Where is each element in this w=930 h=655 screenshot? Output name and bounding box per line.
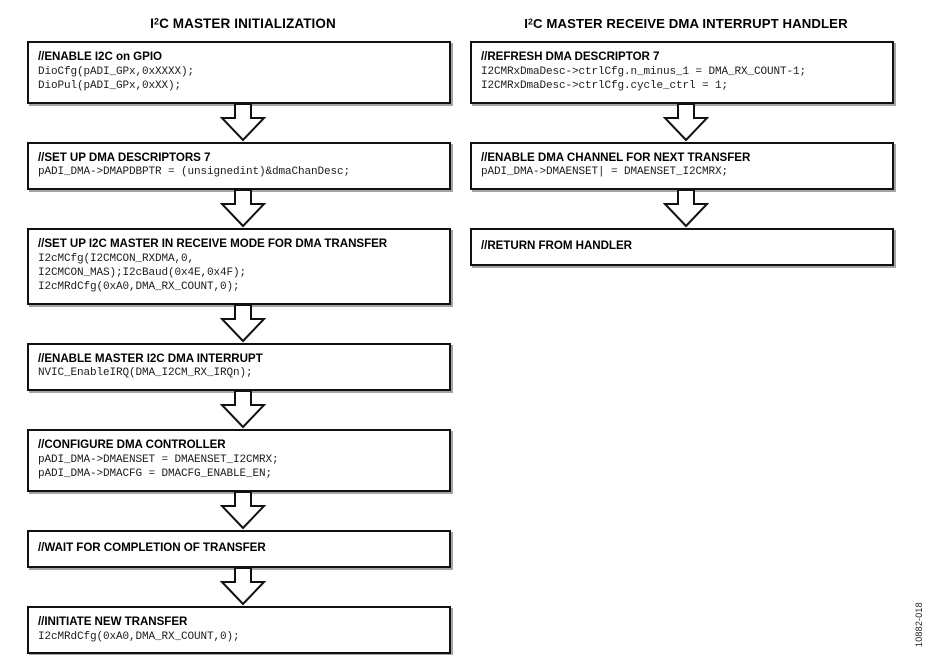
arrow-down-icon: [220, 190, 266, 228]
column-title-prefix: I: [150, 16, 154, 31]
flow-node-code: I2CMRxDmaDesc->ctrlCfg.n_minus_1 = DMA_R…: [481, 65, 807, 92]
flow-connector-arrow: [470, 190, 902, 228]
flow-connector-arrow: [27, 491, 459, 530]
column-title-rest: C MASTER INITIALIZATION: [159, 16, 336, 31]
flow-node: //CONFIGURE DMA CONTROLLER pADI_DMA->DMAE…: [27, 429, 451, 492]
flow-column-interrupt-handler: I2C MASTER RECEIVE DMA INTERRUPT HANDLER…: [470, 0, 902, 267]
flow-column-initialization: I2C MASTER INITIALIZATION //ENABLE I2C o…: [27, 0, 459, 655]
arrow-down-icon: [220, 391, 266, 429]
flow-node-title: //SET UP DMA DESCRIPTORS 7: [38, 150, 211, 164]
flow-node-code: DioCfg(pADI_GPx,0xXXXX); DioPul(pADI_GPx…: [38, 65, 195, 92]
flow-node: //REFRESH DMA DESCRIPTOR 7 I2CMRxDmaDesc-…: [470, 41, 894, 104]
flow-node: //SET UP DMA DESCRIPTORS 7 pADI_DMA->DMAP…: [27, 141, 451, 191]
flow-node: //INITIATE NEW TRANSFER I2cMRdCfg(0xA0,DM…: [27, 605, 451, 655]
column-title-superscript: 2: [528, 16, 533, 27]
flow-node-code: NVIC_EnableIRQ(DMA_I2CM_RX_IRQn);: [38, 367, 253, 380]
arrow-down-icon: [220, 567, 266, 606]
flow-connector-arrow: [27, 304, 459, 343]
flow-connector-arrow: [27, 103, 459, 142]
column-title-initialization: I2C MASTER INITIALIZATION: [27, 16, 459, 31]
flow-node-title: //RETURN FROM HANDLER: [481, 239, 632, 253]
flow-node-title: //INITIATE NEW TRANSFER: [38, 614, 188, 628]
flow-node-code: I2cMCfg(I2CMCON_RXDMA,0, I2CMCON_MAS);I2…: [38, 253, 247, 293]
flow-node-title: //SET UP I2C MASTER IN RECEIVE MODE FOR …: [38, 237, 388, 251]
flow-node-title: //CONFIGURE DMA CONTROLLER: [38, 438, 226, 452]
figure-id-label: 10882-018: [914, 602, 924, 647]
column-title-prefix: I: [524, 16, 529, 31]
flow-connector-arrow: [27, 391, 459, 429]
flow-node-code: I2cMRdCfg(0xA0,DMA_RX_COUNT,0);: [38, 630, 240, 643]
flow-node-code: pADI_DMA->DMAENSET = DMAENSET_I2CMRX; pA…: [38, 454, 279, 481]
flow-node: //ENABLE MASTER I2C DMA INTERRUPT NVIC_En…: [27, 342, 451, 392]
flow-node: //ENABLE I2C on GPIO DioCfg(pADI_GPx,0xXX…: [27, 41, 451, 104]
flow-node-code: pADI_DMA->DMAPDBPTR = (unsignedint)&dmaC…: [38, 166, 351, 179]
flow-node-title: //ENABLE MASTER I2C DMA INTERRUPT: [38, 351, 263, 365]
arrow-down-icon: [220, 304, 266, 343]
flow-node: //SET UP I2C MASTER IN RECEIVE MODE FOR …: [27, 228, 451, 305]
flow-node-title: //WAIT FOR COMPLETION OF TRANSFER: [38, 540, 266, 554]
arrow-down-icon: [663, 190, 709, 228]
column-title-superscript: 2: [154, 16, 160, 27]
flow-node-title: //REFRESH DMA DESCRIPTOR 7: [481, 50, 660, 63]
flow-connector-arrow: [27, 567, 459, 606]
flow-node: //WAIT FOR COMPLETION OF TRANSFER: [27, 529, 451, 568]
arrow-down-icon: [220, 103, 266, 141]
arrow-down-icon: [220, 491, 266, 530]
column-title-rest: C MASTER RECEIVE DMA INTERRUPT HANDLER: [533, 16, 848, 31]
flow-node-title: //ENABLE DMA CHANNEL FOR NEXT TRANSFER: [481, 150, 751, 164]
flow-node-list-initialization: //ENABLE I2C on GPIO DioCfg(pADI_GPx,0xXX…: [27, 41, 459, 655]
flow-node-title: //ENABLE I2C on GPIO: [38, 50, 162, 63]
flow-node: //ENABLE DMA CHANNEL FOR NEXT TRANSFER pA…: [470, 141, 894, 191]
flow-node-list-interrupt-handler: //REFRESH DMA DESCRIPTOR 7 I2CMRxDmaDesc-…: [470, 41, 902, 267]
flow-connector-arrow: [470, 103, 902, 142]
flow-node-code: pADI_DMA->DMAENSET| = DMAENSET_I2CMRX;: [481, 166, 729, 179]
column-title-interrupt-handler: I2C MASTER RECEIVE DMA INTERRUPT HANDLER: [470, 16, 902, 31]
flow-node: //RETURN FROM HANDLER: [470, 228, 894, 267]
arrow-down-icon: [663, 103, 709, 141]
flow-connector-arrow: [27, 190, 459, 228]
